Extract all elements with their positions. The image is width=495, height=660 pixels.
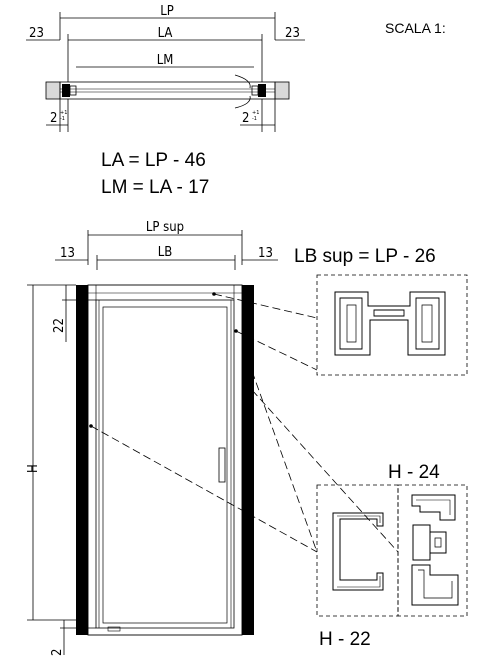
formula-lm: LM = LA - 17 <box>101 177 209 198</box>
leader-left <box>90 425 318 553</box>
leader-top-2 <box>235 330 318 371</box>
profile-side-core <box>412 524 431 561</box>
leader-top-1 <box>213 293 318 319</box>
scale-label: SCALA 1: <box>385 20 446 36</box>
leader-right-2 <box>251 389 399 553</box>
profile-right-inner <box>251 85 259 96</box>
front-view: LP sup LB 13 13 LB sup = LP - 26 <box>26 220 436 656</box>
lp-sup-label: LP sup <box>146 220 184 235</box>
profile-side-tab <box>430 531 447 554</box>
bottom-hinge <box>107 626 121 632</box>
label-h22: H - 22 <box>319 629 371 650</box>
wall-left <box>45 81 61 100</box>
profile-right-block <box>258 84 266 97</box>
profile-top-left-inner <box>346 304 357 343</box>
door-panel-outer <box>95 299 235 629</box>
profile-top-bridge <box>373 309 405 317</box>
detail-side-profiles: H - 24 H - 22 <box>316 462 468 650</box>
frame-outline <box>59 81 276 100</box>
leader-right-1 <box>247 359 318 553</box>
profile-top-left-chamber <box>339 297 363 350</box>
detail-top-frame <box>316 274 468 376</box>
profile-side-slot <box>434 537 442 548</box>
detail-left-frame <box>316 484 399 617</box>
plan-view: LP LA 23 23 LM 2 +1 -1 2 +1 -1 <box>26 4 305 198</box>
offset-13-left-label: 13 <box>60 246 75 261</box>
gap-22-label: 22 <box>52 318 67 333</box>
gap-left-tol-plus: +1 <box>60 110 67 116</box>
gap-left-label: 2 <box>50 111 57 126</box>
profile-top-right-inner <box>421 304 433 343</box>
opening-arc-up <box>234 74 251 89</box>
gap-right-tol-minus: -1 <box>252 116 257 122</box>
profile-top-right-chamber <box>415 297 440 350</box>
lp-label: LP <box>160 4 174 19</box>
wall-right <box>274 81 290 100</box>
detail-right-frame <box>397 484 468 617</box>
profile-c-channel <box>332 512 384 591</box>
profile-top-outline <box>334 291 446 356</box>
formula-la: LA = LP - 46 <box>101 150 206 171</box>
gap-2-label: 2 <box>50 649 65 656</box>
profile-side-top-lip <box>411 494 456 521</box>
offset-left-label: 23 <box>29 26 44 41</box>
offset-13-right-label: 13 <box>258 246 273 261</box>
door-panel-inner <box>102 306 228 624</box>
wall-right-solid <box>242 285 254 635</box>
door-handle <box>218 447 226 483</box>
profile-side-bottom-inner <box>418 569 453 599</box>
profile-left-inner <box>69 85 77 96</box>
la-label: LA <box>158 26 173 41</box>
profile-c-inner-top <box>337 515 381 523</box>
label-h24: H - 24 <box>388 462 440 483</box>
profile-side-bottom <box>411 564 459 606</box>
formula-lb-sup: LB sup = LP - 26 <box>294 246 436 267</box>
opening-arc-down <box>234 95 251 109</box>
lm-label: LM <box>157 53 174 68</box>
profile-side-top-inner <box>416 499 451 515</box>
door-frame <box>87 284 243 636</box>
profile-left-block <box>62 84 70 97</box>
gap-right-label: 2 <box>242 111 249 126</box>
lb-label: LB <box>158 245 173 260</box>
offset-right-label: 23 <box>285 26 300 41</box>
gap-left-tol-minus: -1 <box>60 116 65 122</box>
profile-c-inner-bottom <box>337 576 381 588</box>
gap-right-tol-plus: +1 <box>252 110 259 116</box>
wall-left-solid <box>76 285 88 635</box>
h-label: H <box>26 464 41 473</box>
detail-top-profile <box>316 274 468 376</box>
